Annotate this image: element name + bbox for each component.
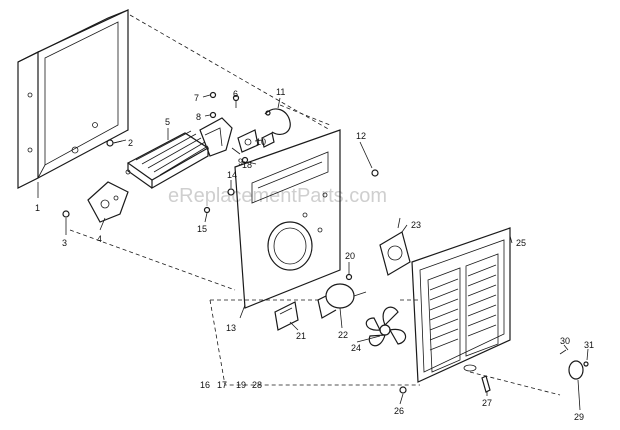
callout-13: 13: [226, 323, 236, 333]
callout-12: 12: [356, 131, 366, 141]
knob-parts-29-31: [559, 349, 589, 380]
callout-7: 7: [194, 93, 199, 103]
callout-10: 10: [256, 137, 266, 147]
screw-part-12: [371, 169, 379, 177]
motor-part-22: [317, 283, 367, 319]
fastener-parts-14-15: [203, 188, 235, 214]
callout-28: 28: [252, 380, 262, 390]
callout-15: 15: [197, 224, 207, 234]
switch-part-21: [274, 301, 299, 331]
heating-element-part-5: [125, 130, 210, 190]
callout-2: 2: [128, 138, 133, 148]
bracket-part-4: [87, 181, 129, 223]
callout-23: 23: [411, 220, 421, 230]
callout-19: 19: [236, 380, 246, 390]
callout-29: 29: [574, 412, 584, 422]
wall-box-part: [17, 9, 129, 189]
pin-part-27: [481, 375, 491, 393]
callout-11: 11: [276, 87, 285, 97]
callout-14: 14: [227, 170, 237, 180]
callout-8: 8: [196, 112, 201, 122]
callout-27: 27: [482, 398, 492, 408]
screw-part-3: [62, 210, 70, 218]
callout-25: 25: [516, 238, 526, 248]
callout-5: 5: [165, 117, 170, 127]
wire-harness-part-11: [264, 108, 291, 135]
screw-part-26: [399, 386, 407, 394]
callout-4: 4: [97, 234, 102, 244]
grille-part-25: [411, 227, 511, 383]
callout-30: 30: [560, 336, 570, 346]
callout-17: 17: [217, 380, 227, 390]
mounting-plate-part-13: [234, 129, 341, 309]
callout-1: 1: [35, 203, 40, 213]
callout-9: 9: [238, 157, 243, 167]
screw-part-20: [345, 273, 353, 281]
callout-22: 22: [338, 330, 348, 340]
callout-6: 6: [233, 89, 238, 99]
fan-blade-part-24: [365, 306, 407, 347]
callout-31: 31: [584, 340, 594, 350]
callout-16: 16: [200, 380, 210, 390]
callout-20: 20: [345, 251, 355, 261]
assembly-guide-lines: [69, 14, 561, 396]
thermostat-assembly-parts: [199, 91, 275, 164]
callout-3: 3: [62, 238, 67, 248]
callout-21: 21: [296, 331, 306, 341]
callout-18: 18: [242, 160, 252, 170]
callout-26: 26: [394, 406, 404, 416]
callout-labels: 1 2 3 4 5 6 7 8 9 10 11 12 13 14 15 16 1…: [35, 87, 594, 422]
callout-24: 24: [351, 343, 361, 353]
leader-lines: [37, 94, 589, 411]
watermark-text: eReplacementParts.com: [168, 185, 387, 207]
motor-bracket-part-23: [379, 217, 411, 276]
